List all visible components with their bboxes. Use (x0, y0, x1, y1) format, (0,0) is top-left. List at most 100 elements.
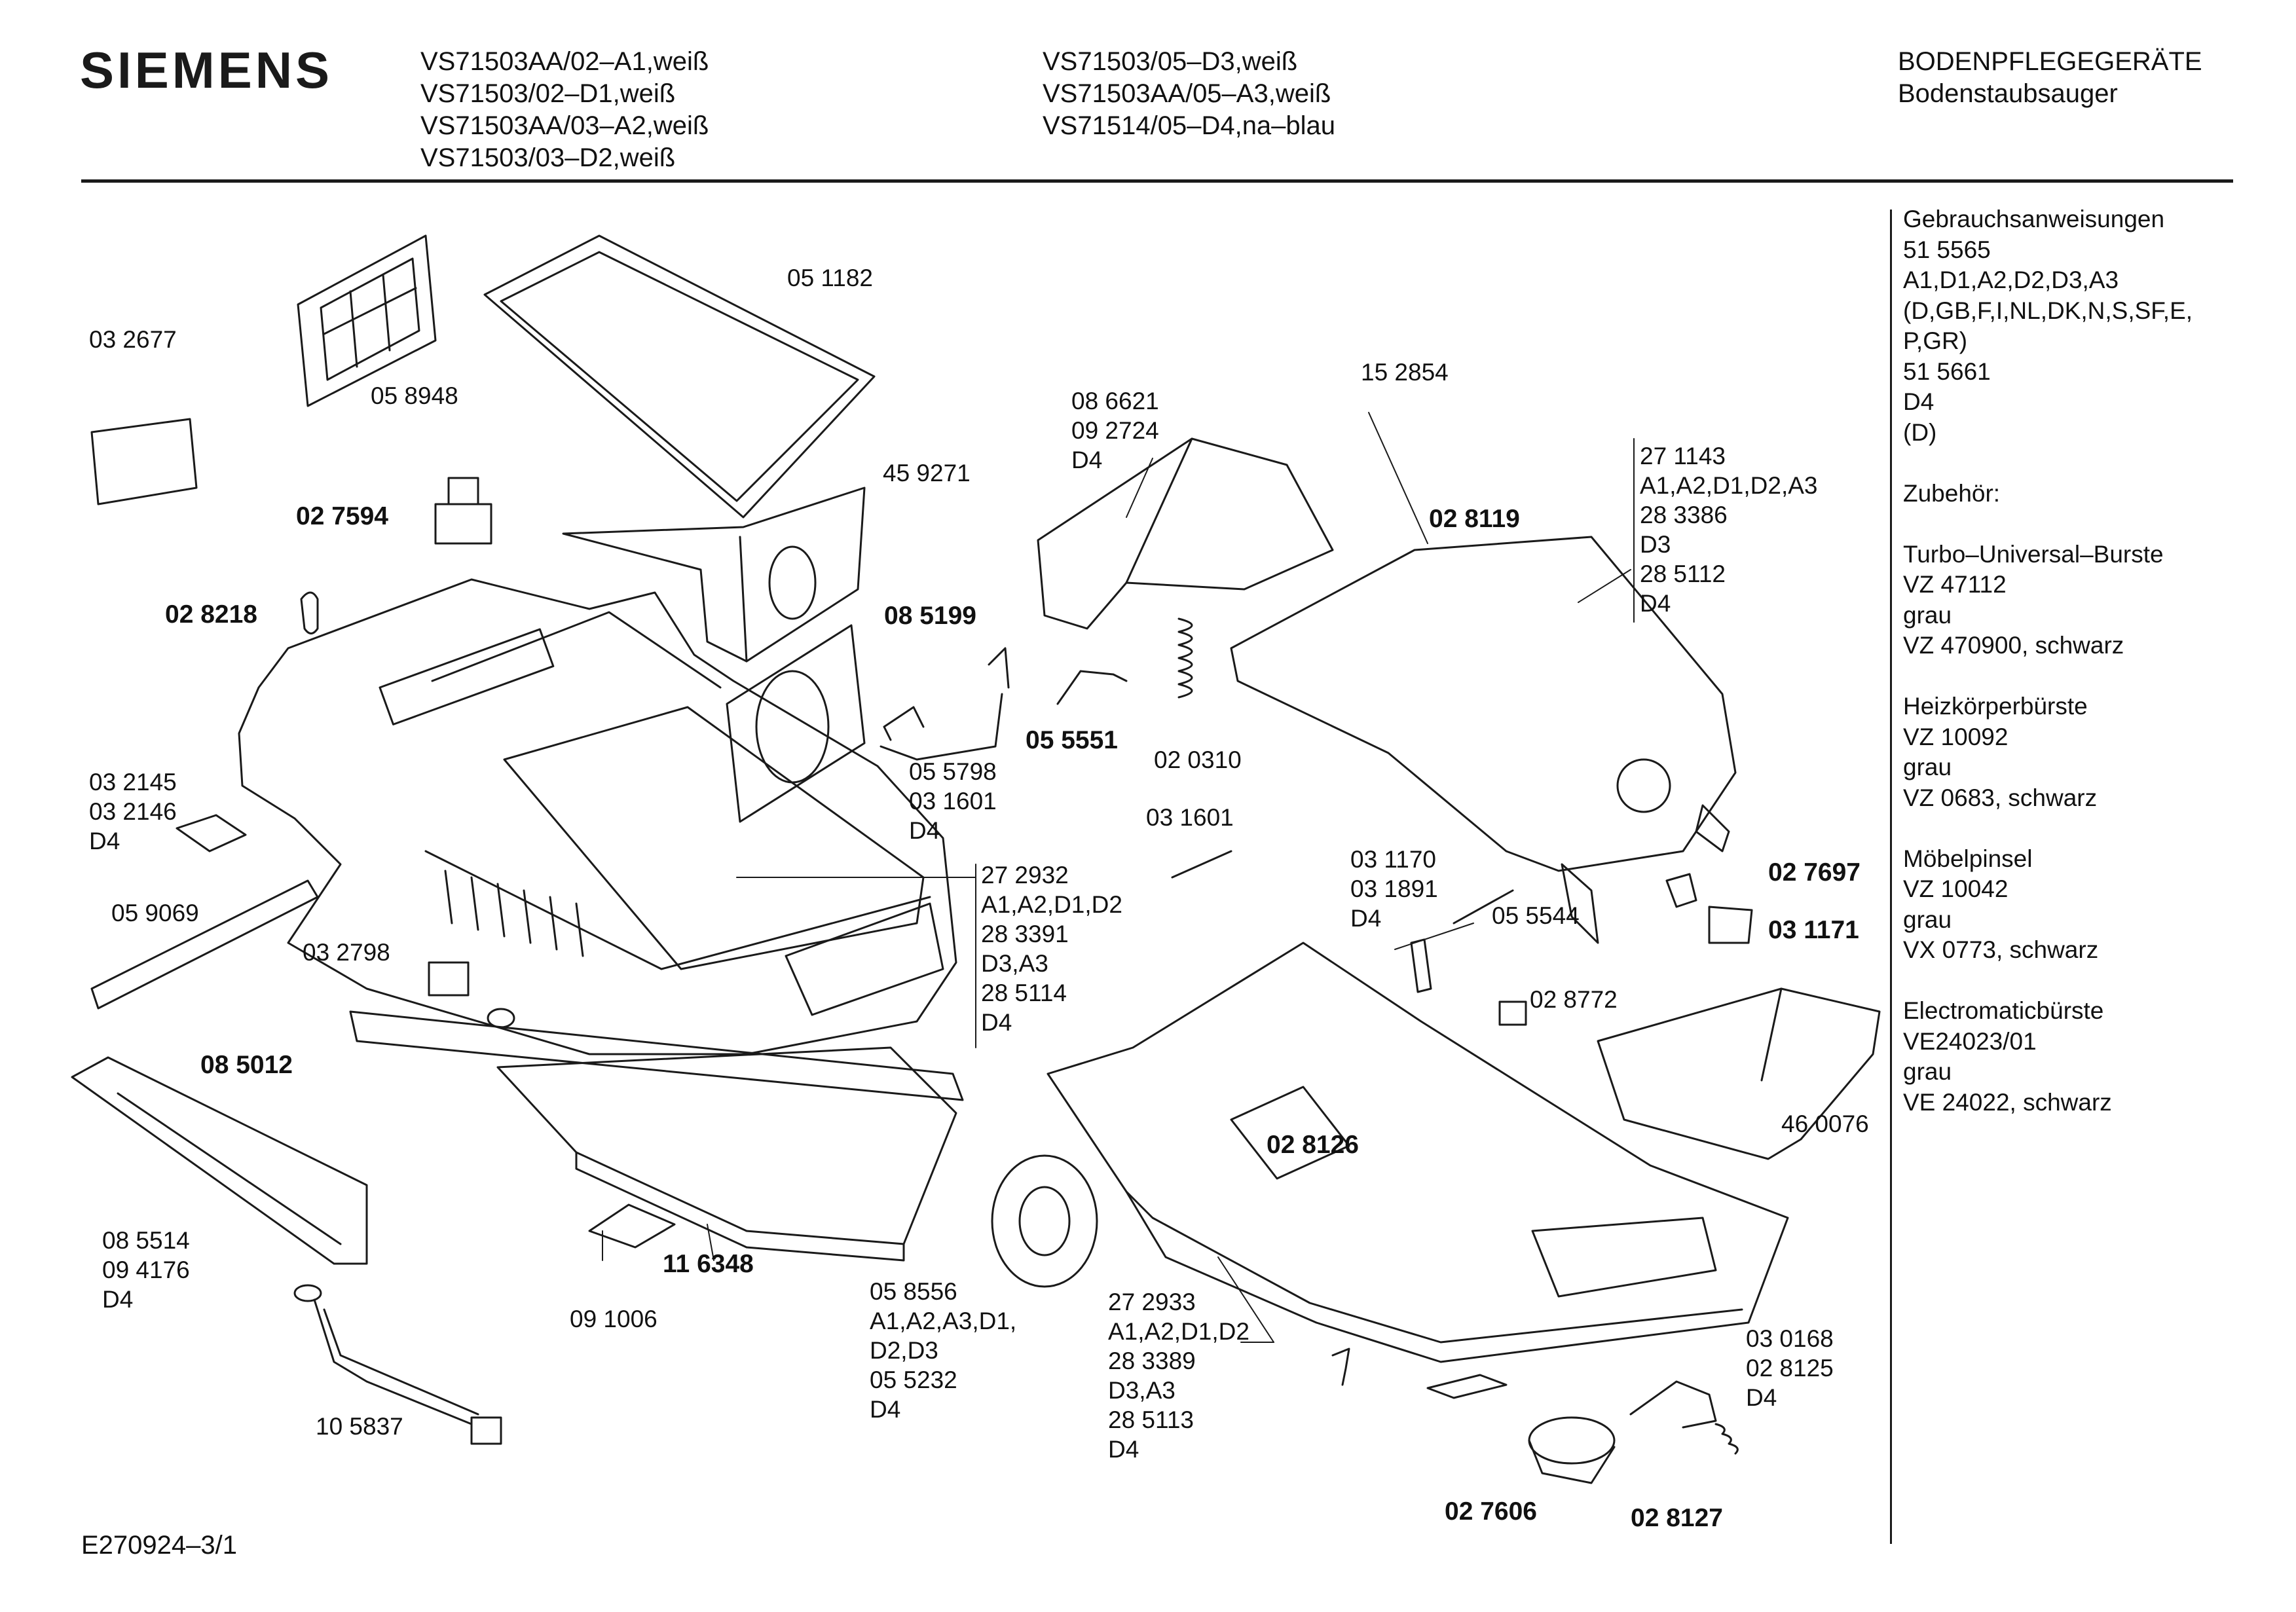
label-line: 03 0168 (1746, 1325, 1834, 1352)
label-line: 05 1182 (787, 265, 873, 291)
part-label-272932: 27 2932 A1,A2,D1,D2 28 3391 D3,A3 28 511… (981, 860, 1122, 1037)
sidebar-line: VX 0773, schwarz (1903, 936, 2099, 963)
label-line: 28 3389 (1108, 1347, 1196, 1374)
label-line: D4 (89, 828, 120, 854)
label-line: 02 8127 (1631, 1504, 1723, 1532)
label-line: D4 (1108, 1436, 1139, 1463)
sidebar-divider (1890, 210, 1892, 1544)
small-clip (1058, 671, 1126, 704)
top-lid (1231, 537, 1735, 871)
part-label-116348: 11 6348 (663, 1249, 754, 1279)
part-label-020310: 02 0310 (1154, 745, 1242, 775)
sidebar-line: VE 24022, schwarz (1903, 1088, 2112, 1116)
part-label-028772: 02 8772 (1530, 985, 1618, 1014)
part-label-028127: 02 8127 (1631, 1503, 1723, 1533)
model-line: VS71503AA/02–A1,weiß (420, 47, 709, 76)
label-line: D3,A3 (1108, 1377, 1176, 1404)
label-line: 05 5544 (1492, 902, 1580, 929)
sidebar-line: (D) (1903, 418, 1937, 446)
wheel (992, 1156, 1097, 1287)
part-label-055551: 05 5551 (1026, 725, 1118, 755)
model-line: VS71503/03–D2,weiß (420, 143, 676, 172)
label-line: 03 1171 (1768, 916, 1859, 944)
label-line: 03 1601 (909, 788, 997, 815)
category-line: BODENPFLEGEGERÄTE (1898, 47, 2202, 76)
part-label-031171: 03 1171 (1768, 915, 1859, 945)
model-list-2: VS71503/05–D3,weiß VS71503AA/05–A3,weiß … (1043, 46, 1335, 142)
sidebar-line: Electromaticbürste (1903, 997, 2104, 1024)
sidebar-line: grau (1903, 601, 1952, 629)
sidebar-accessories: Gebrauchsanweisungen 51 5565 A1,D1,A2,D2… (1903, 204, 2193, 1118)
model-line: VS71503AA/05–A3,weiß (1043, 79, 1331, 108)
part-label-028119: 02 8119 (1429, 504, 1520, 534)
sidebar-line: Heizkörperbürste (1903, 693, 2088, 720)
cable-strip (92, 881, 318, 1008)
base-chassis (1048, 943, 1788, 1362)
label-line: 03 2145 (89, 769, 177, 796)
model-line: VS71503/02–D1,weiß (420, 79, 676, 108)
sidebar-line: VZ 470900, schwarz (1903, 632, 2124, 659)
part-label-030168: 03 0168 02 8125 D4 (1746, 1324, 1834, 1412)
sidebar-line: grau (1903, 1058, 1952, 1085)
category-title: BODENPFLEGEGERÄTE Bodenstaubsauger (1898, 46, 2202, 110)
label-line: D2,D3 (870, 1337, 938, 1364)
housing-vents (445, 871, 583, 956)
label-line: 08 5199 (884, 602, 976, 630)
label-line: 28 3386 (1640, 502, 1728, 528)
label-line: 03 2677 (89, 326, 177, 353)
label-line: D4 (102, 1286, 134, 1313)
label-line: 27 1143 (1640, 443, 1726, 469)
part-label-032145: 03 2145 03 2146 D4 (89, 767, 177, 856)
label-line: A1,A2,A3,D1, (870, 1308, 1017, 1334)
label-line: 05 5551 (1026, 726, 1118, 754)
label-line: 08 5514 (102, 1227, 190, 1254)
part-label-058948: 05 8948 (371, 381, 458, 411)
label-line: 05 5798 (909, 758, 997, 785)
trim-strip (350, 1012, 963, 1100)
sidebar-line: A1,D1,A2,D2,D3,A3 (1903, 266, 2119, 293)
label-line: 02 8772 (1530, 986, 1618, 1013)
model-list-1: VS71503AA/02–A1,weiß VS71503/02–D1,weiß … (420, 46, 709, 174)
part-label-272933: 27 2933 A1,A2,D1,D2 28 3389 D3,A3 28 511… (1108, 1287, 1250, 1464)
bag-fixing-frame (727, 625, 864, 822)
part-label-051182: 05 1182 (787, 263, 873, 293)
label-line: 05 9069 (111, 900, 199, 926)
label-line: 05 8948 (371, 382, 458, 409)
label-line: 45 9271 (883, 460, 971, 486)
clip-pair (1667, 874, 1752, 943)
part-label-085199: 08 5199 (884, 601, 976, 631)
sidebar-line: grau (1903, 754, 1952, 780)
part-label-460076: 46 0076 (1781, 1109, 1869, 1139)
label-line: A1,A2,D1,D2,A3 (1640, 472, 1818, 499)
part-label-459271: 45 9271 (883, 458, 971, 488)
filter-bag (563, 488, 864, 661)
cable-harness (295, 1285, 501, 1444)
part-label-152854: 15 2854 (1361, 357, 1449, 387)
hinge-piece (1038, 439, 1333, 629)
label-line: D4 (909, 817, 940, 844)
part-label-032798: 03 2798 (303, 938, 390, 967)
model-line: VS71503AA/03–A2,weiß (420, 111, 709, 140)
label-line: 02 7594 (296, 502, 388, 530)
sidebar-line: VZ 10092 (1903, 723, 2009, 750)
grille-panel (298, 236, 435, 406)
part-label-086621: 08 6621 09 2724 D4 (1071, 386, 1159, 475)
label-line: 02 7697 (1768, 858, 1861, 887)
sidebar-line: Möbelpinsel (1903, 845, 2033, 872)
part-label-027594: 02 7594 (296, 502, 388, 531)
label-line: 02 8126 (1267, 1131, 1359, 1159)
label-line: D4 (1350, 905, 1382, 932)
part-label-059069: 05 9069 (111, 898, 199, 928)
siemens-logo: SIEMENS (80, 41, 333, 99)
model-line: VS71503/05–D3,weiß (1043, 47, 1298, 76)
sidebar-line: 51 5661 (1903, 357, 1991, 385)
part-label-028218: 02 8218 (165, 600, 257, 629)
part-label-028126: 02 8126 (1267, 1130, 1359, 1160)
filter-pad (177, 815, 246, 851)
category-line: Bodenstaubsauger (1898, 79, 2118, 108)
part-label-031170: 03 1170 03 1891 D4 (1350, 845, 1438, 933)
small-pad (1428, 1375, 1506, 1398)
sidebar-line: VZ 47112 (1903, 571, 2007, 598)
manual-booklet (92, 419, 196, 504)
